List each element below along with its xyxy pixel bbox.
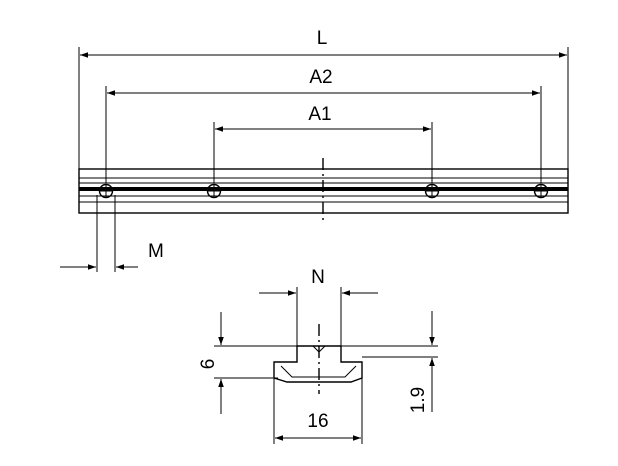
label-A2: A2 xyxy=(309,67,332,88)
label-A1: A1 xyxy=(308,104,331,125)
hole-1 xyxy=(98,183,114,199)
section-profile xyxy=(273,345,363,383)
dimension-M: M xyxy=(60,195,164,272)
label-L: L xyxy=(317,28,328,49)
rail-top-view xyxy=(78,158,569,224)
label-N: N xyxy=(311,267,325,288)
dimension-height-6: 6 xyxy=(198,312,297,414)
dimension-width-16: 16 xyxy=(273,378,363,444)
label-16: 16 xyxy=(307,411,328,432)
hole-4 xyxy=(533,183,549,199)
label-1-9: 1.9 xyxy=(408,387,429,413)
hole-3 xyxy=(424,183,440,199)
label-6: 6 xyxy=(198,359,219,370)
dimension-A2: A2 xyxy=(105,67,542,183)
hole-2 xyxy=(206,183,222,199)
rail-cross-section xyxy=(273,324,363,394)
dimension-N: N xyxy=(259,267,378,346)
dimension-A1: A1 xyxy=(213,104,433,183)
dimension-height-1-9: 1.9 xyxy=(341,311,438,413)
dimension-L: L xyxy=(78,28,569,169)
label-M: M xyxy=(148,241,164,262)
